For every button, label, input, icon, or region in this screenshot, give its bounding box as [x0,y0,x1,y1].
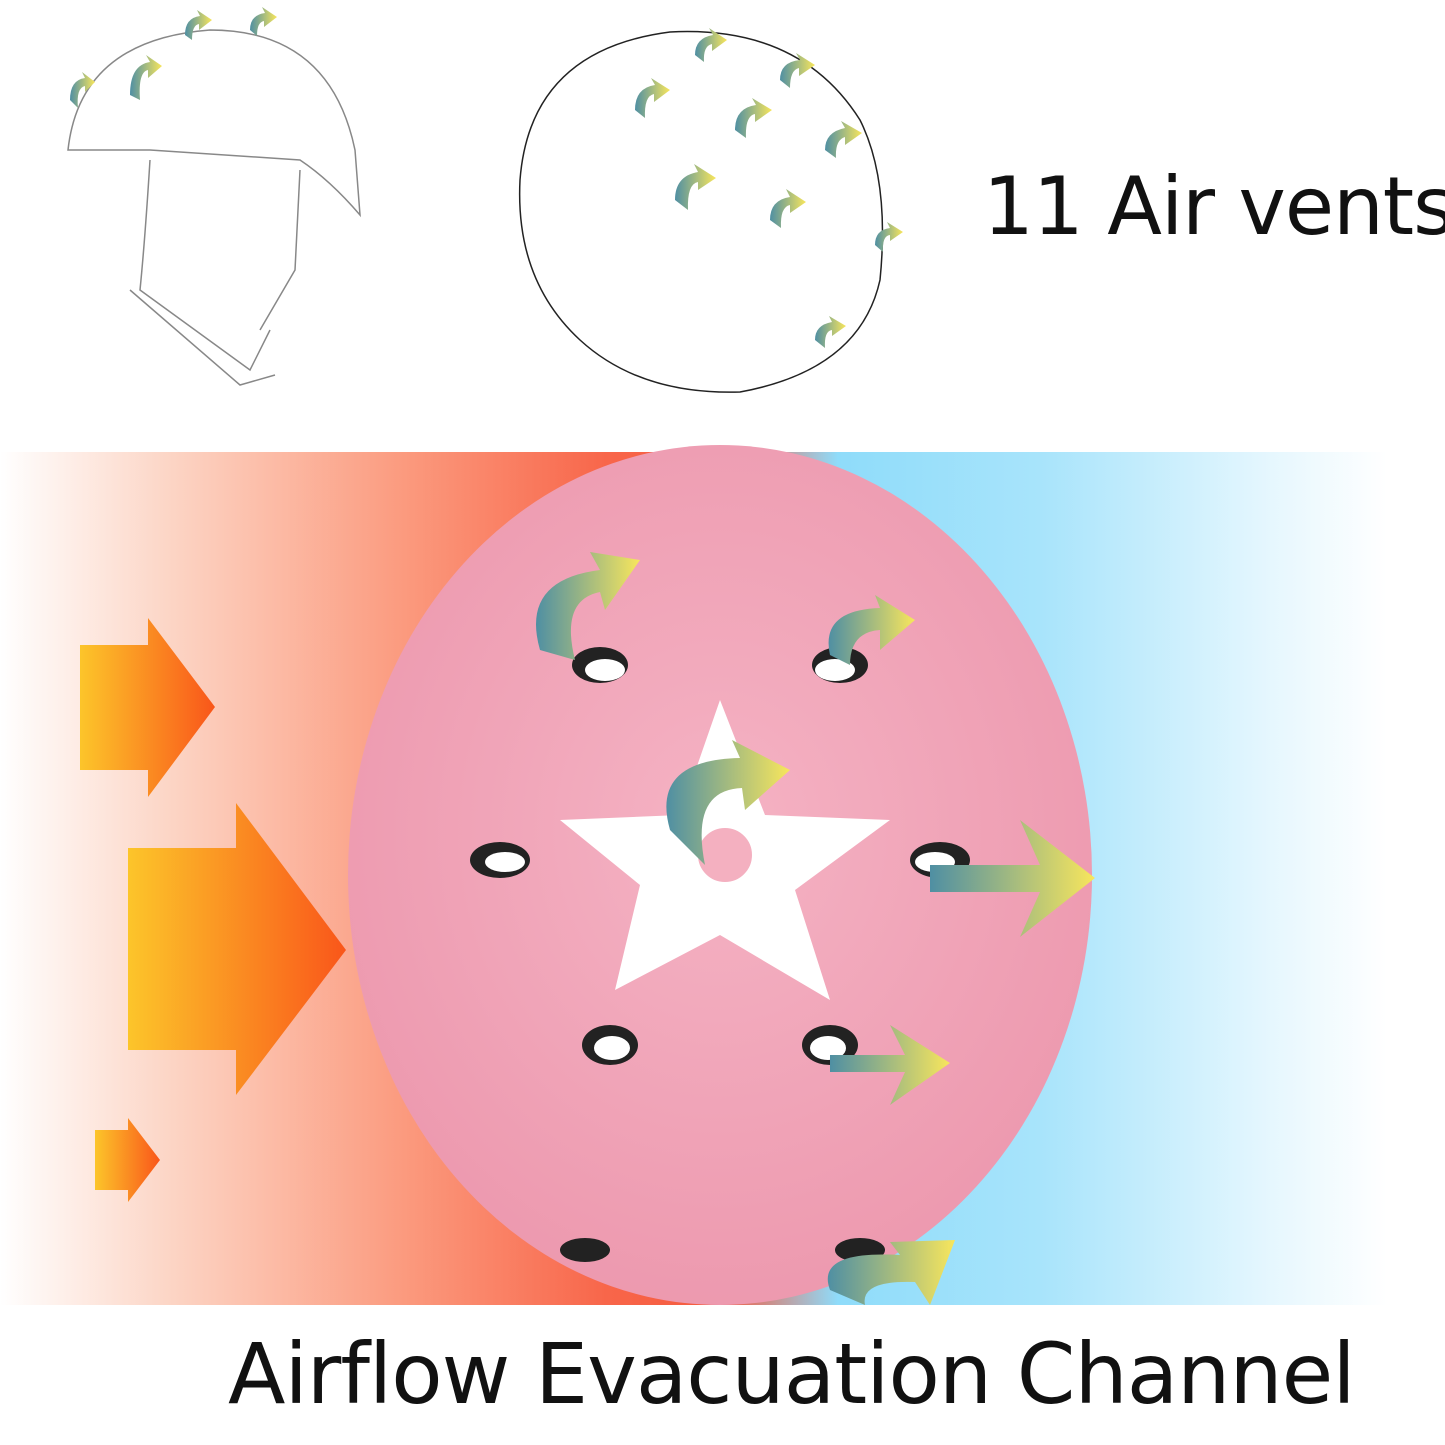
airflow-in-arrow-icon [80,618,346,1202]
airflow-out-arrow-icon [536,552,1095,1305]
airflow-caption: Airflow Evacuation Channel [228,1325,1356,1423]
helmet-top-sketch [518,30,884,393]
vent-arrow-icon [70,7,277,108]
air-vents-headline: 11 Air vents [983,160,1445,253]
helmet-side-sketch [67,29,361,386]
vent-arrow-icon [635,28,903,348]
